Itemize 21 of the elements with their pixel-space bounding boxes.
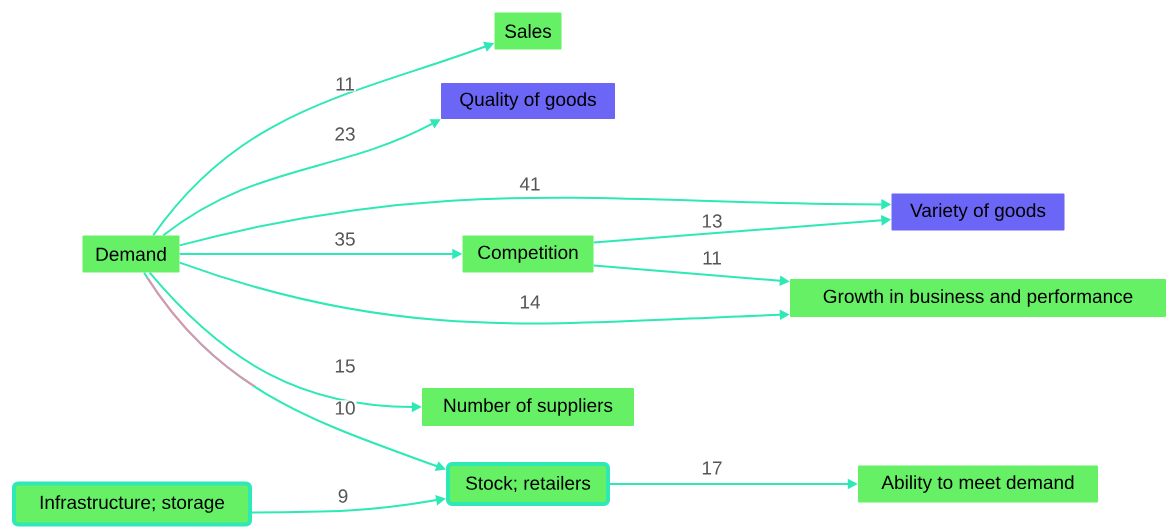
edge-label: 13 bbox=[700, 213, 724, 229]
edge-label: 41 bbox=[518, 176, 542, 192]
process-box: Ability to meet demand bbox=[858, 465, 1098, 503]
edge-label: 11 bbox=[334, 76, 356, 92]
process-box: Quality of goods bbox=[441, 83, 615, 119]
edge-label: 10 bbox=[333, 400, 357, 416]
process-box: Demand bbox=[82, 235, 180, 273]
edge-label: 15 bbox=[333, 358, 357, 374]
process-box: Competition bbox=[462, 235, 594, 273]
process-box: Stock; retailers bbox=[446, 462, 610, 506]
process-box: Infrastructure; storage bbox=[12, 481, 252, 527]
edge-label: 11 bbox=[701, 250, 723, 266]
edge-label: 17 bbox=[700, 460, 724, 476]
edge-label: 23 bbox=[333, 126, 357, 142]
process-box: Sales bbox=[494, 12, 562, 50]
edge-label: 9 bbox=[336, 488, 350, 504]
edge-label: 35 bbox=[333, 231, 357, 247]
process-box: Number of suppliers bbox=[422, 388, 634, 426]
process-box: Growth in business and performance bbox=[790, 279, 1166, 317]
edge-label: 14 bbox=[518, 294, 542, 310]
process-box: Variety of goods bbox=[891, 193, 1065, 231]
